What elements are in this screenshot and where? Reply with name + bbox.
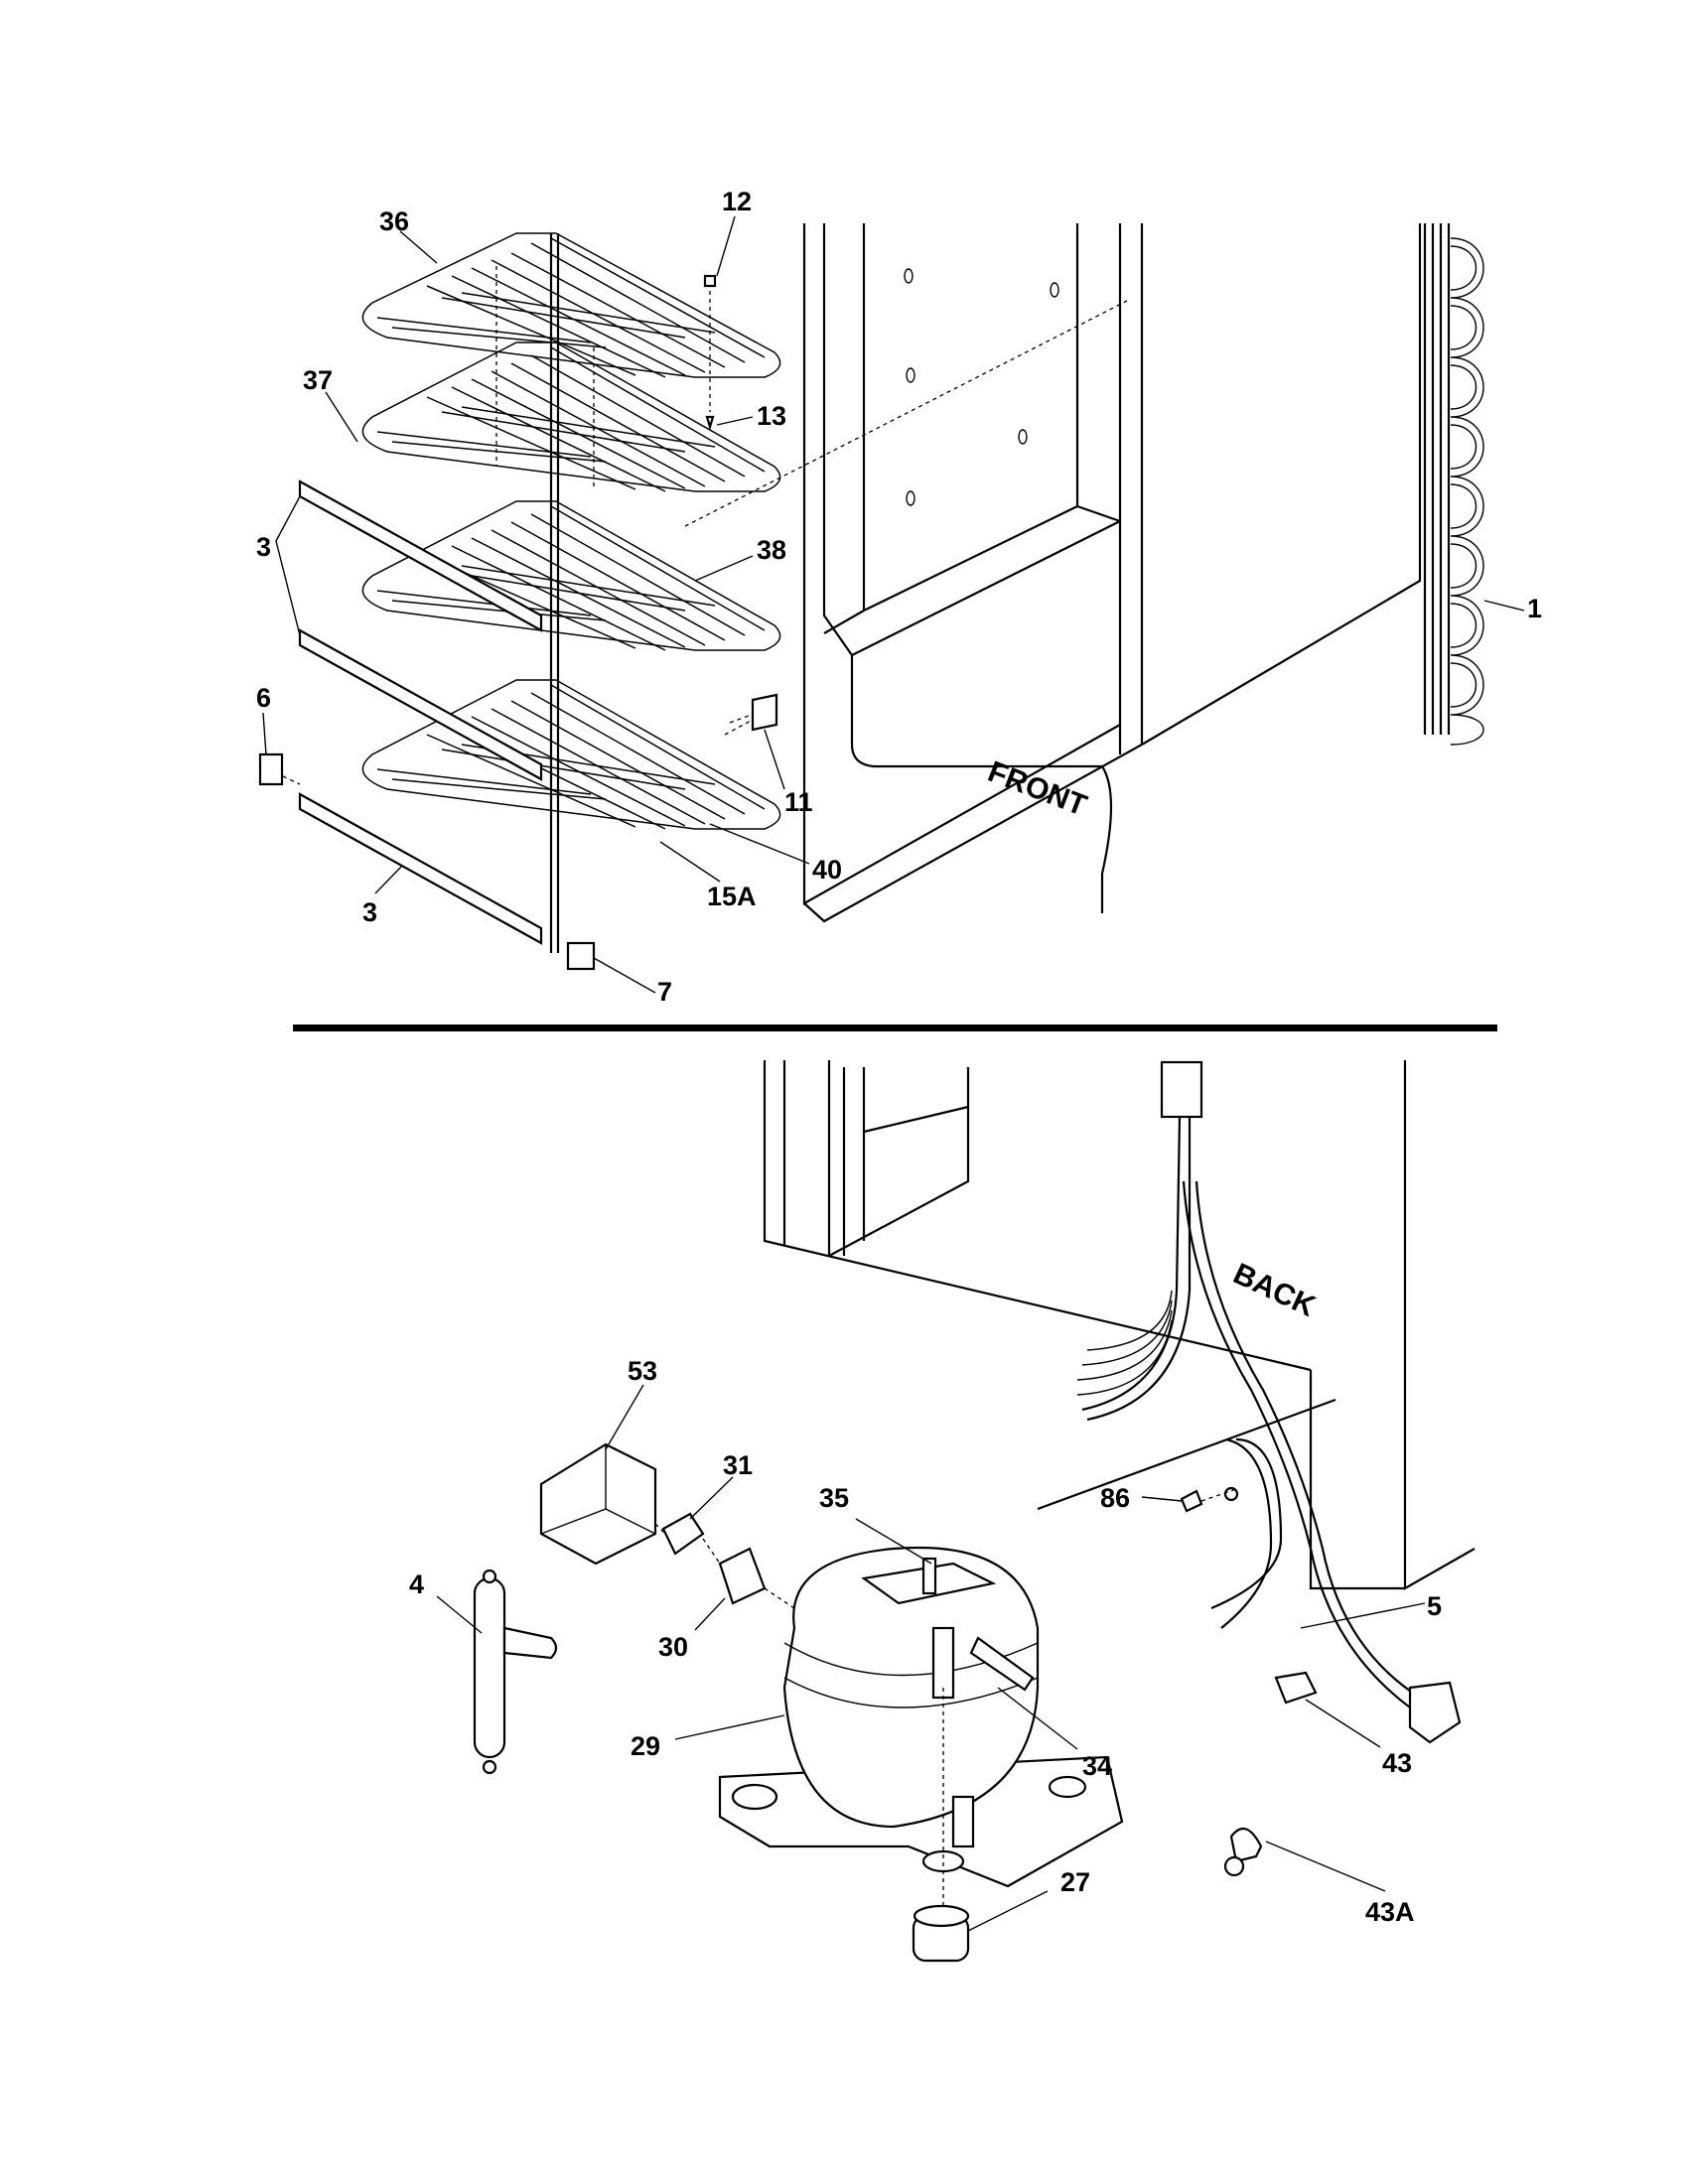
callout-3-bottom: 3	[362, 897, 377, 927]
callout-29: 29	[631, 1731, 660, 1761]
back-label: BACK	[1228, 1257, 1321, 1323]
callout-15a: 15A	[707, 882, 757, 911]
clip-7	[566, 941, 596, 971]
screw-13	[705, 415, 715, 431]
callout-31: 31	[723, 1450, 753, 1480]
screw-86	[1180, 1489, 1203, 1513]
callout-3-top: 3	[256, 532, 271, 562]
callout-4: 4	[409, 1570, 424, 1599]
grommet	[912, 1904, 970, 1963]
overload-protector	[718, 1547, 767, 1605]
callout-40: 40	[812, 855, 842, 885]
callout-27: 27	[1060, 1867, 1090, 1897]
shelf-40	[361, 679, 781, 830]
ground-screw-hole	[1223, 1486, 1239, 1502]
upper-callout-labels: 36 12 37 13 38 1 3 6 11 40 15A 3 7	[256, 187, 1542, 1007]
callout-43: 43	[1382, 1748, 1412, 1778]
cabinet-front-view: FRONT	[802, 223, 1422, 923]
clip-6	[258, 752, 284, 786]
relay-cover	[539, 1442, 657, 1566]
shelf-38	[361, 500, 781, 651]
cord-clip-43	[1274, 1671, 1318, 1705]
section-divider	[293, 1024, 1497, 1031]
callout-6: 6	[256, 683, 271, 713]
shelf-rail-middle	[298, 628, 543, 781]
callout-11: 11	[784, 787, 813, 817]
lower-callout-labels: 53 31 35 86 4 30 5 29 34 43 27 43A	[409, 1356, 1442, 1927]
callout-43a: 43A	[1365, 1897, 1415, 1927]
filter-drier	[473, 1569, 558, 1775]
shelf-rail-lower	[298, 792, 543, 945]
callout-37: 37	[303, 365, 333, 395]
callout-30: 30	[658, 1632, 688, 1662]
callout-38: 38	[757, 535, 786, 565]
upper-leader-lines	[262, 215, 1525, 994]
callout-13: 13	[757, 401, 786, 431]
clip-11	[751, 693, 778, 732]
relay	[661, 1512, 705, 1556]
callout-5: 5	[1427, 1591, 1442, 1621]
cord-clamp-43a	[1223, 1827, 1263, 1877]
condenser-coil	[1423, 223, 1484, 746]
shelf-37	[361, 341, 781, 492]
upper-assembly: FRONT	[256, 187, 1542, 1007]
callout-34: 34	[1082, 1751, 1112, 1781]
callout-36: 36	[379, 206, 409, 236]
power-cord	[1076, 1060, 1462, 1744]
lower-assembly: BACK	[409, 1060, 1476, 1963]
compressor	[718, 1547, 1124, 1888]
evaporator-shelves	[258, 232, 1128, 971]
screw-12	[703, 274, 717, 288]
shelf-36	[361, 232, 781, 378]
callout-1: 1	[1527, 594, 1542, 623]
callout-53: 53	[628, 1356, 657, 1386]
shelf-rail-upper	[298, 479, 543, 632]
callout-12: 12	[722, 187, 752, 216]
callout-7: 7	[657, 977, 672, 1007]
connector-plug	[1160, 1060, 1203, 1119]
plug-head	[1408, 1681, 1462, 1744]
callout-35: 35	[819, 1483, 849, 1513]
callout-86: 86	[1100, 1483, 1130, 1513]
lower-leader-lines	[436, 1384, 1426, 1932]
